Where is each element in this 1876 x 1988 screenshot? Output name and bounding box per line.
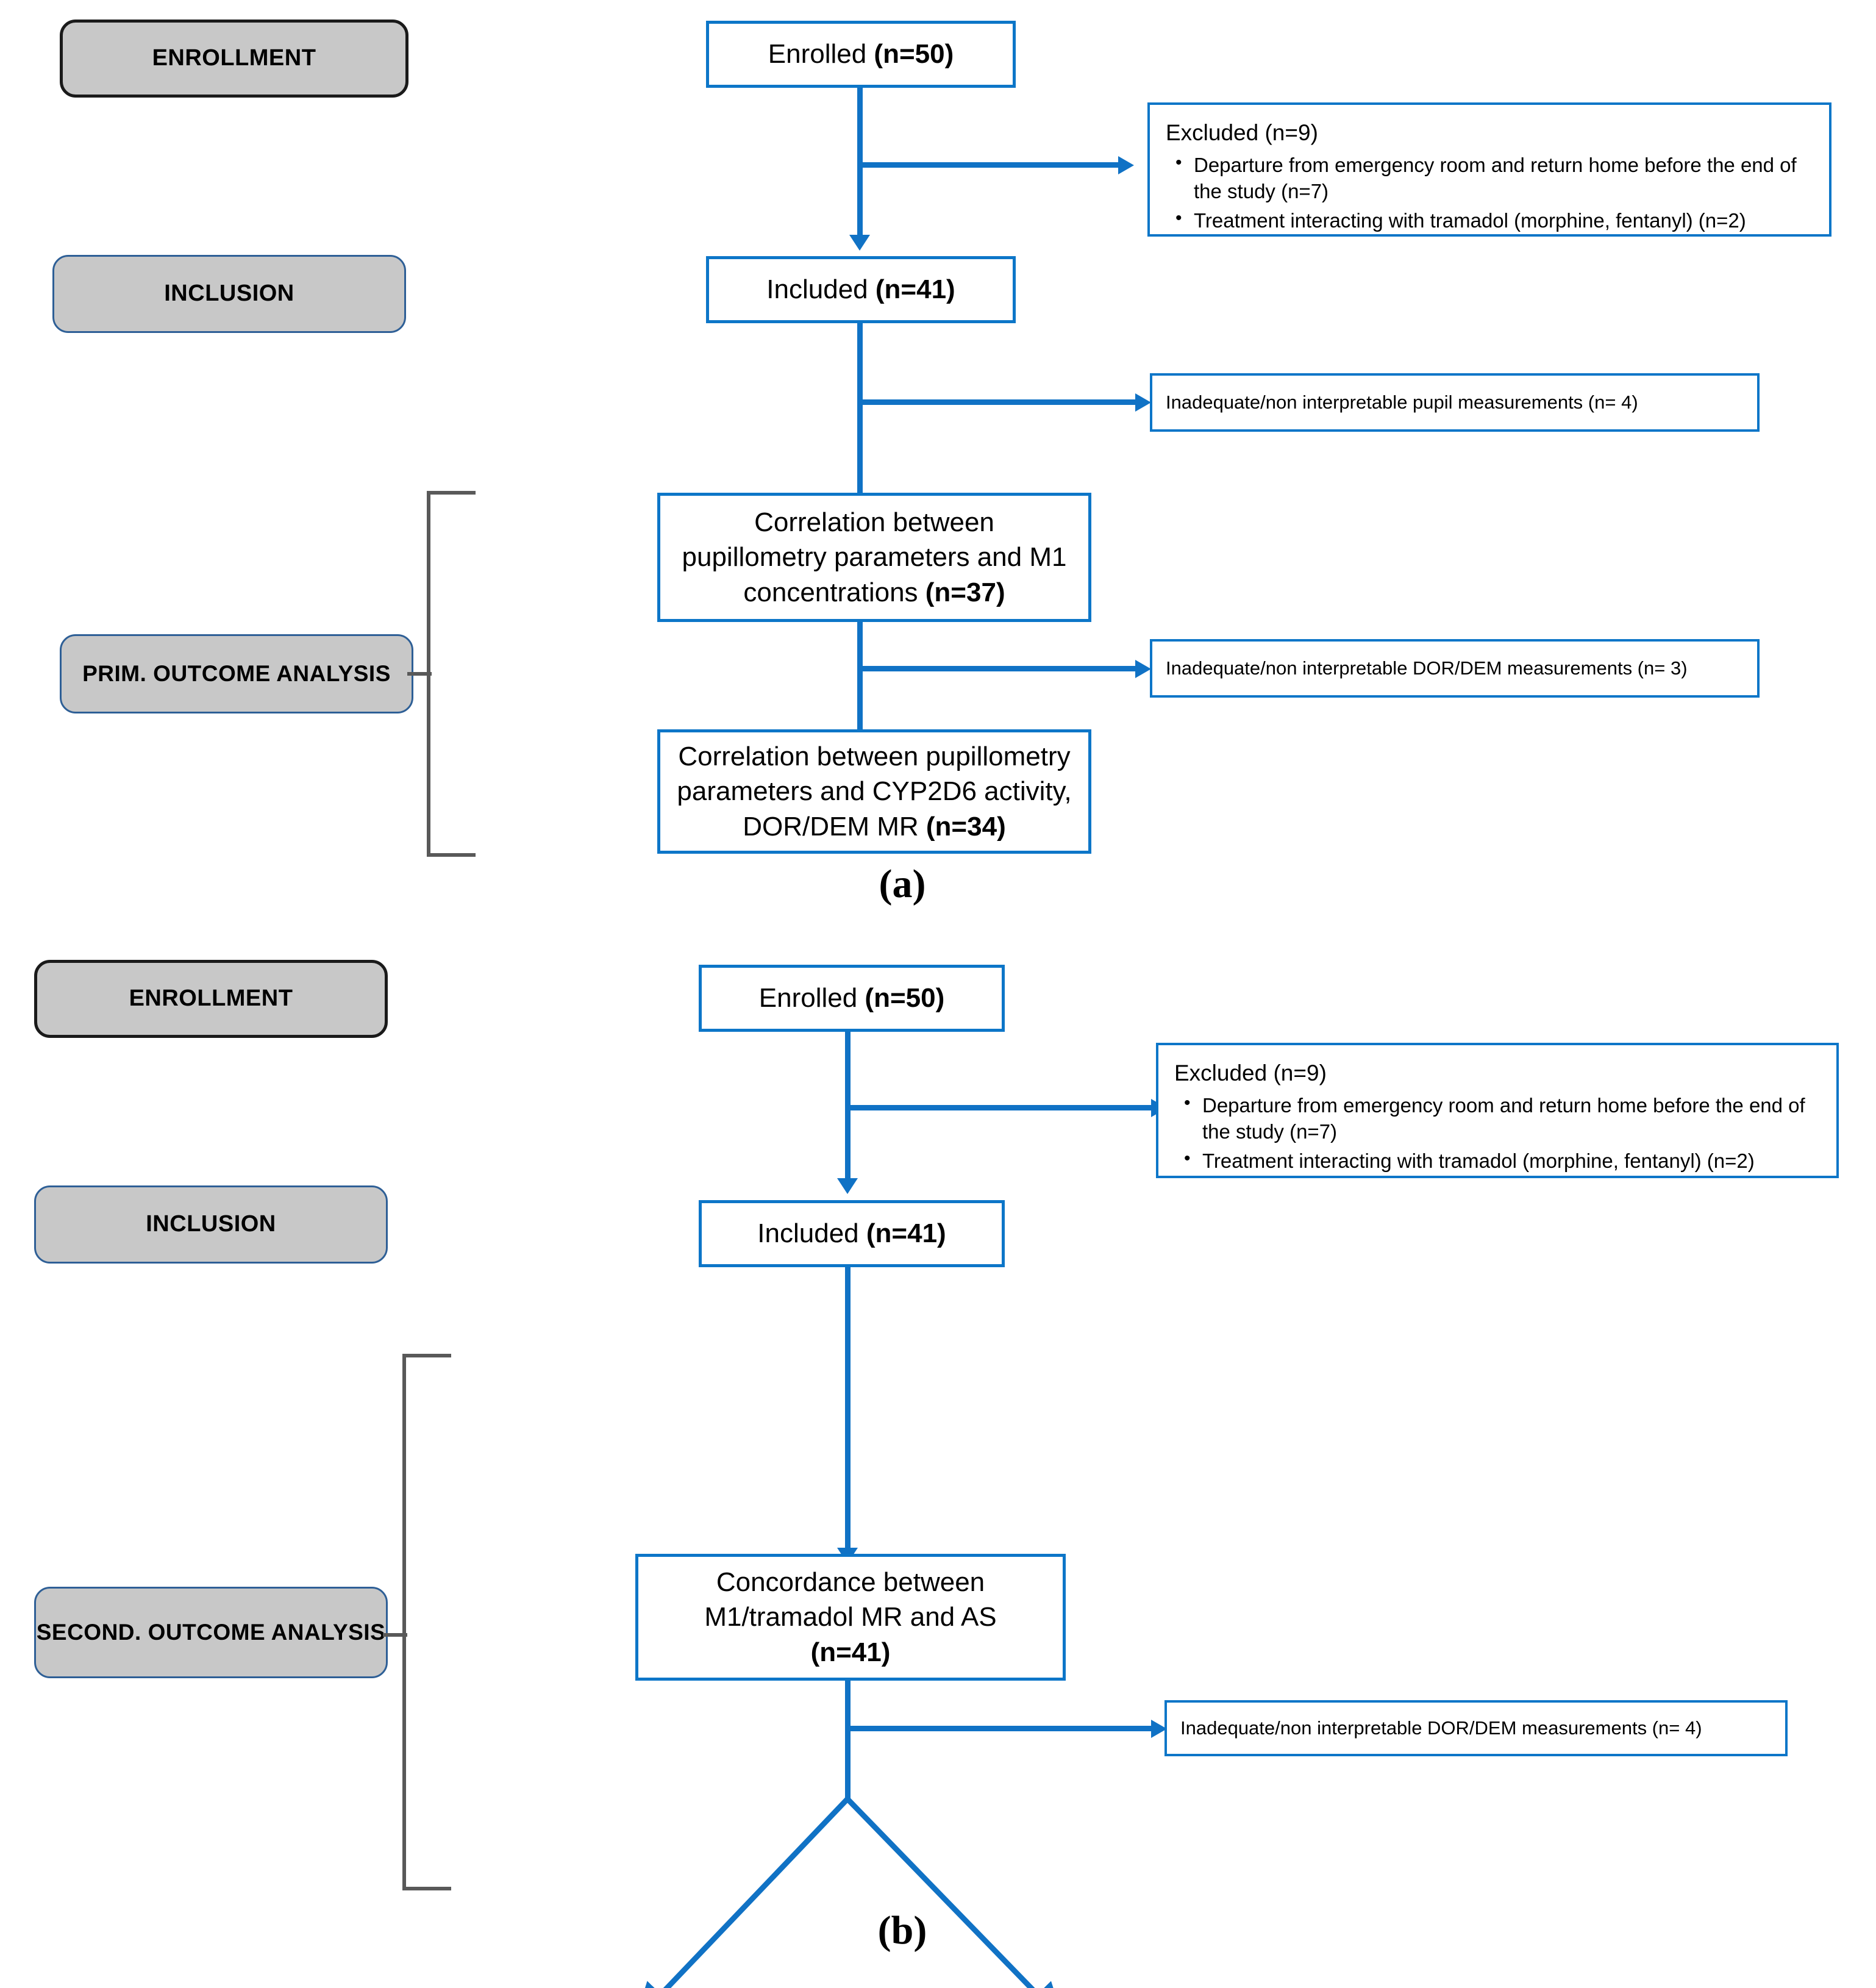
list-item: Departure from emergency room and return… [1184,1091,1821,1145]
node-primary-correlation-2: Correlation between pupillometry paramet… [657,729,1091,854]
bracket-prim-outcome [427,491,476,857]
node-text: Included (n=41) [757,1218,946,1249]
list-item: Departure from emergency room and return… [1175,151,1813,205]
arrowhead-a-excluded [1118,156,1134,174]
node-included-b: Included (n=41) [699,1200,1005,1267]
arrowhead-a-included [849,235,870,251]
node-enrolled-a: Enrolled (n=50) [706,21,1016,88]
node-dropout-dordem-a: Inadequate/non interpretable DOR/DEM mea… [1150,639,1760,698]
node-enrolled-b: Enrolled (n=50) [699,965,1005,1032]
stage-label-prim-outcome-analysis: PRIM. OUTCOME ANALYSIS [60,634,413,713]
node-primary-correlation-1: Correlation between pupillometry paramet… [657,493,1091,622]
panel-b: ENROLLMENT INCLUSION SECOND. OUTCOME ANA… [0,933,1876,1988]
stage-label-inclusion-b2: INCLUSION [34,1185,388,1264]
node-text: Enrolled (n=50) [768,39,954,70]
excluded-heading: Excluded (n=9) [1174,1060,1327,1085]
node-excluded-b: Excluded (n=9) Departure from emergency … [1156,1043,1839,1178]
node-text: Inadequate/non interpretable DOR/DEM mea… [1180,1717,1702,1739]
connector-b-to-excluded [845,1105,1154,1110]
connector-a-to-pupil-dropout [857,399,1138,405]
connector-b-to-dordem-dropout [845,1726,1154,1731]
connector-b-concordance-down [845,1678,851,1800]
excluded-list: Departure from emergency room and return… [1166,151,1813,234]
stage-label-enrollment-a: ENROLLMENT [60,20,408,98]
stage-label-second-outcome-analysis: SECOND. OUTCOME ANALYSIS [34,1587,388,1678]
connector-a-to-dordem-dropout [857,666,1138,671]
connector-a-to-excluded [857,162,1121,168]
arrowhead-a-pupil-dropout [1135,393,1151,412]
excluded-list: Departure from emergency room and return… [1174,1091,1821,1175]
node-text: Inadequate/non interpretable pupil measu… [1166,391,1638,413]
stage-label-inclusion-a: INCLUSION [52,255,406,333]
stage-label-text: SECOND. OUTCOME ANALYSIS [36,1619,386,1645]
arrowhead-b-dordem-dropout [1151,1720,1167,1738]
stage-label-enrollment-b: ENROLLMENT [34,960,388,1038]
excluded-heading: Excluded (n=9) [1166,120,1318,145]
list-item: Treatment interacting with tramadol (mor… [1184,1146,1821,1175]
connector-a-enrolled-to-included [857,85,863,238]
connector-a-included-to-corr1 [857,323,863,494]
node-text: Inadequate/non interpretable DOR/DEM mea… [1166,657,1688,679]
arrowhead-b-included [837,1178,858,1194]
node-text: Concordance between M1/tramadol MR and A… [704,1567,997,1667]
node-text: Enrolled (n=50) [758,983,945,1014]
connector-a-corr1-to-corr2 [857,621,863,731]
node-text: Correlation between pupillometry paramet… [677,742,1072,842]
panel-a-caption: (a) [879,862,926,906]
stage-label-text: ENROLLMENT [152,45,316,71]
node-text: Correlation between pupillometry paramet… [682,507,1067,607]
panel-b-caption: (b) [877,1908,927,1953]
node-dropout-dordem-b: Inadequate/non interpretable DOR/DEM mea… [1164,1700,1788,1756]
list-item: Treatment interacting with tramadol (mor… [1175,206,1813,234]
stage-label-text: PRIM. OUTCOME ANALYSIS [82,660,391,686]
stage-label-text: INCLUSION [146,1211,276,1237]
arrowhead-a-dordem-dropout [1135,660,1151,678]
stage-label-text: INCLUSION [164,281,294,307]
node-text: Included (n=41) [766,274,955,305]
bracket-nub-b [383,1633,407,1637]
node-dropout-pupil-a: Inadequate/non interpretable pupil measu… [1150,373,1760,432]
node-included-a: Included (n=41) [706,256,1016,323]
stage-label-text: ENROLLMENT [129,985,293,1012]
panel-a: ENROLLMENT INCLUSION PRIM. OUTCOME ANALY… [0,0,1876,915]
bracket-nub-a [407,672,432,676]
node-concordance-m1-as: Concordance between M1/tramadol MR and A… [635,1554,1066,1681]
node-excluded-a: Excluded (n=9) Departure from emergency … [1147,102,1831,237]
connector-b-included-to-concordance [845,1266,851,1551]
bracket-second-outcome [402,1354,451,1890]
